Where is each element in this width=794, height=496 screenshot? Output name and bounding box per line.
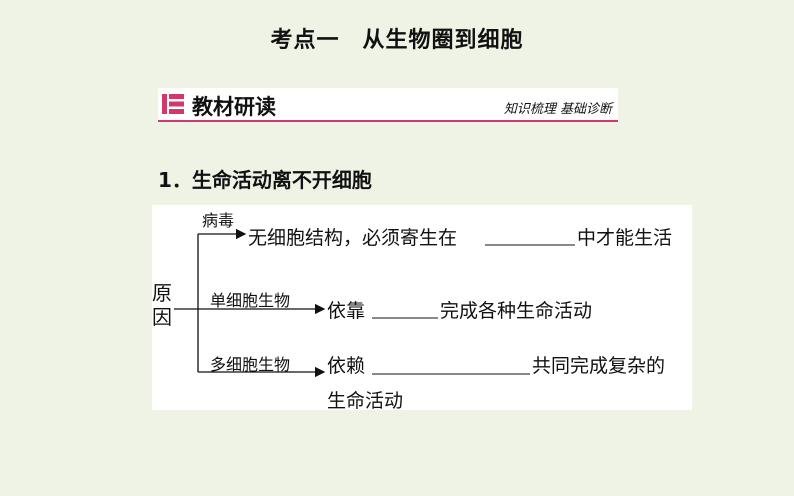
banner-subtitle: 知识梳理 基础诊断 (503, 102, 612, 117)
multicellular-text: 依赖 (327, 355, 366, 377)
banner-title: 教材研读 (192, 95, 276, 119)
virus-text: 无细胞结构，必须寄生在 (248, 227, 458, 249)
cause-label: 原 因 (152, 281, 172, 329)
section-heading: 1．生命活动离不开细胞 (158, 168, 372, 192)
virus-text-end: 中才能生活 (577, 227, 673, 249)
page-title: 考点一 从生物圈到细胞 (270, 28, 524, 53)
unicellular-text: 依靠 (327, 300, 366, 322)
unicellular-text-end: 完成各种生命活动 (440, 300, 593, 322)
branch-label-unicellular: 单细胞生物 (210, 291, 291, 310)
section-bar-icon (162, 94, 184, 114)
section-banner: 教材研读 知识梳理 基础诊断 (158, 88, 618, 122)
branch-label-multicellular: 多细胞生物 (210, 355, 291, 374)
concept-diagram: 原 因 病毒 无细胞结构，必须寄生在 中才能生活 单细胞生物 依靠 完成各种生命… (152, 205, 692, 412)
multicellular-text-end: 共同完成复杂的 (532, 355, 666, 377)
multicellular-text-line2: 生命活动 (327, 390, 404, 412)
bracket-arrows (174, 228, 575, 378)
branch-label-virus: 病毒 (202, 211, 235, 230)
